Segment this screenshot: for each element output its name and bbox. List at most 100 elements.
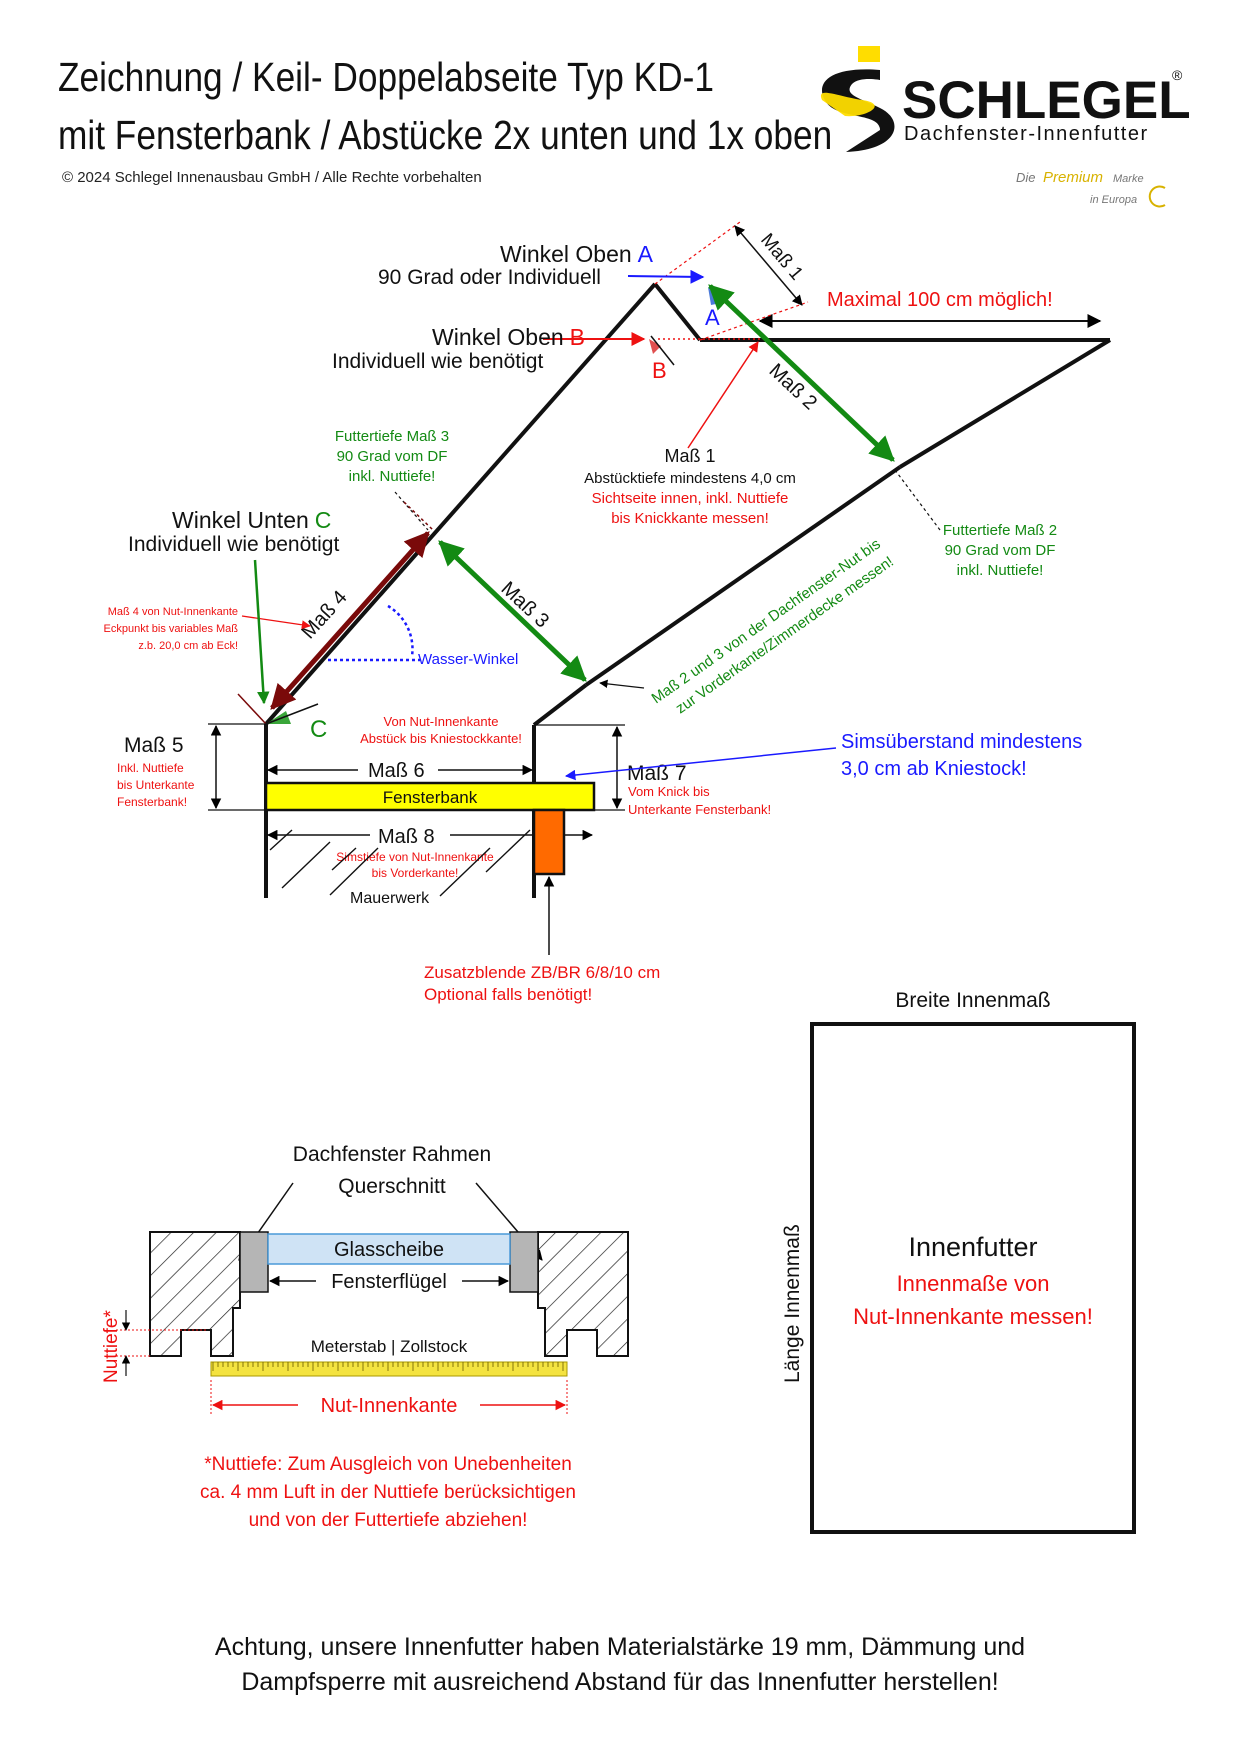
svg-text:Individuell wie benötigt: Individuell wie benötigt [332,350,543,373]
svg-text:Vom Knick bis: Vom Knick bis [628,784,710,799]
svg-text:Maß 5: Maß 5 [124,734,184,757]
futtertiefe2-note: Futtertiefe Maß 2 90 Grad vom DF inkl. N… [943,522,1057,579]
frame-right [537,1231,629,1357]
nuttiefe-note: *Nuttiefe: Zum Ausgleich von Unebenheite… [200,1454,576,1531]
footer-line-2: Dampfsperre mit ausreichend Abstand für … [241,1668,998,1696]
glasscheibe [267,1233,511,1265]
page-title-line-1: Zeichnung / Keil- Doppelabseite Typ KD-1 [58,54,714,100]
svg-text:Dachfenster Rahmen: Dachfenster Rahmen [293,1143,491,1166]
mass4-note: Maß 4 von Nut-Innenkante Eckpunkt bis va… [104,606,239,652]
mass23-note-arrow [599,679,645,689]
svg-text:bis Unterkante: bis Unterkante [117,778,195,792]
svg-text:C: C [310,716,327,743]
svg-text:Optional falls benötigt!: Optional falls benötigt! [424,985,592,1004]
svg-text:Marke: Marke [1113,173,1144,185]
svg-text:Simstiefe von Nut-Innenkante: Simstiefe von Nut-Innenkante [336,850,494,864]
sims-arrow [564,747,837,781]
svg-text:bis Knickkante messen!: bis Knickkante messen! [611,510,769,527]
innenfutter-note-2: Nut-Innenkante messen! [853,1304,1093,1329]
svg-text:Premium: Premium [1043,169,1103,186]
mass6-note: Von Nut-Innenkante Abstück bis Kniestock… [360,714,522,746]
frame-left [149,1231,241,1357]
mass7-note: Vom Knick bis Unterkante Fensterbank! [628,784,771,817]
winkel-a-arrow [627,269,705,284]
svg-text:Nuttiefe*: Nuttiefe* [101,1310,122,1383]
svg-text:inkl. Nuttiefe!: inkl. Nuttiefe! [957,562,1044,579]
svg-text:Individuell wie benötigt: Individuell wie benötigt [128,533,339,556]
innenfutter-box [810,1022,1136,1534]
mass1-label: Maß 1 [756,230,807,285]
mass23-diagonal-note: Maß 2 und 3 von der Dachfenster-Nut bis … [649,536,897,718]
svg-text:Maß 8: Maß 8 [378,826,435,848]
schlegel-logo: SCHLEGEL ® Dachfenster-Innenfutter Die P… [820,46,1191,208]
mass5-note: Inkl. Nuttiefe bis Unterkante Fensterban… [117,761,195,809]
svg-text:Wasser-Winkel: Wasser-Winkel [418,651,518,668]
svg-text:Zusatzblende ZB/BR 6/8/10 cm: Zusatzblende ZB/BR 6/8/10 cm [424,963,660,982]
svg-text:zur Vorderkante/Zimmerdecke me: zur Vorderkante/Zimmerdecke messen! [673,553,897,717]
svg-text:und von der Futtertiefe abzieh: und von der Futtertiefe abziehen! [249,1510,528,1531]
winkel-c-arrow [253,559,270,705]
svg-text:Maß 1: Maß 1 [664,446,715,466]
svg-text:90 Grad oder Individuell: 90 Grad oder Individuell [378,266,601,289]
breite-label: Breite Innenmaß [895,989,1050,1012]
laenge-label: Länge Innenmaß [781,1224,804,1383]
svg-text:3,0 cm ab Kniestock!: 3,0 cm ab Kniestock! [841,758,1027,780]
svg-text:Futtertiefe Maß 2: Futtertiefe Maß 2 [943,522,1057,539]
svg-text:inkl. Nuttiefe!: inkl. Nuttiefe! [349,468,436,485]
svg-text:Fensterbank!: Fensterbank! [117,795,187,809]
svg-text:bis Vorderkante!: bis Vorderkante! [372,866,459,880]
meterstab-ruler [210,1361,568,1377]
fensterfluegel-label: Fensterflügel [331,1271,447,1293]
cross-section-title: Dachfenster Rahmen Querschnitt [293,1143,491,1198]
svg-text:Simsüberstand mindestens: Simsüberstand mindestens [841,731,1082,753]
svg-text:Unterkante Fensterbank!: Unterkante Fensterbank! [628,802,771,817]
footer-line-1: Achtung, unsere Innenfutter haben Materi… [215,1633,1025,1661]
sash-right [509,1231,539,1293]
svg-text:Die: Die [1016,170,1036,185]
svg-text:Maß 4 von Nut-Innenkante: Maß 4 von Nut-Innenkante [108,606,238,618]
wasser-winkel: Wasser-Winkel [328,604,518,668]
maximal-note: Maximal 100 cm möglich! [827,289,1053,311]
mass1-callout-arrow [687,341,759,449]
svg-text:ca. 4 mm Luft in der Nuttiefe: ca. 4 mm Luft in der Nuttiefe berücksich… [200,1482,576,1503]
zusatzblende-note: Zusatzblende ZB/BR 6/8/10 cm Optional fa… [424,963,660,1004]
logo-tagline: Die Premium Marke in Europa [1016,169,1166,208]
mauerwerk-label: Mauerwerk [350,890,430,907]
nuttiefe-dimension: Nuttiefe* [101,1310,206,1383]
svg-text:Sichtseite innen, inkl. Nuttie: Sichtseite innen, inkl. Nuttiefe [592,490,789,507]
svg-text:Fensterbank: Fensterbank [383,788,478,807]
svg-text:Abstück bis Kniestockkante!: Abstück bis Kniestockkante! [360,731,522,746]
nut-innenkante-label: Nut-Innenkante [321,1395,458,1417]
svg-text:Querschnitt: Querschnitt [338,1175,446,1198]
mass6-dimension: Maß 6 [266,755,534,783]
svg-text:Abstücktiefe mindestens 4,0 cm: Abstücktiefe mindestens 4,0 cm [584,470,796,487]
innenfutter-title: Innenfutter [908,1232,1037,1262]
mass1-note: Maß 1 Abstücktiefe mindestens 4,0 cm Sic… [584,446,796,527]
svg-text:Maß 7: Maß 7 [627,762,687,785]
svg-text:B: B [652,358,667,383]
mass8-dimension: Maß 8 [266,820,594,848]
fensterbank: Fensterbank [264,781,596,812]
zusatzblende [532,808,566,876]
svg-text:Von Nut-Innenkante: Von Nut-Innenkante [384,714,499,729]
mass8-note: Simstiefe von Nut-Innenkante bis Vorderk… [336,850,494,880]
registered-mark: ® [1172,67,1183,83]
svg-text:in Europa: in Europa [1090,194,1137,206]
logo-swoosh-icon [858,46,880,62]
logo-subtitle: Dachfenster-Innenfutter [904,123,1149,145]
mauerwerk-hatch [269,829,531,897]
futtertiefe3-note: Futtertiefe Maß 3 90 Grad vom DF inkl. N… [335,428,449,485]
innenfutter-note-1: Innenmaße von [897,1271,1050,1296]
mass4-note-arrow [241,615,311,630]
mass3-reference-line [394,491,429,531]
page-title-line-2: mit Fensterbank / Abstücke 2x unten und … [58,112,833,158]
svg-text:z.b. 20,0 cm ab Eck!: z.b. 20,0 cm ab Eck! [138,640,238,652]
angle-c-marker: C [265,703,327,743]
svg-text:*Nuttiefe: Zum Ausgleich von U: *Nuttiefe: Zum Ausgleich von Unebenheite… [204,1454,572,1475]
